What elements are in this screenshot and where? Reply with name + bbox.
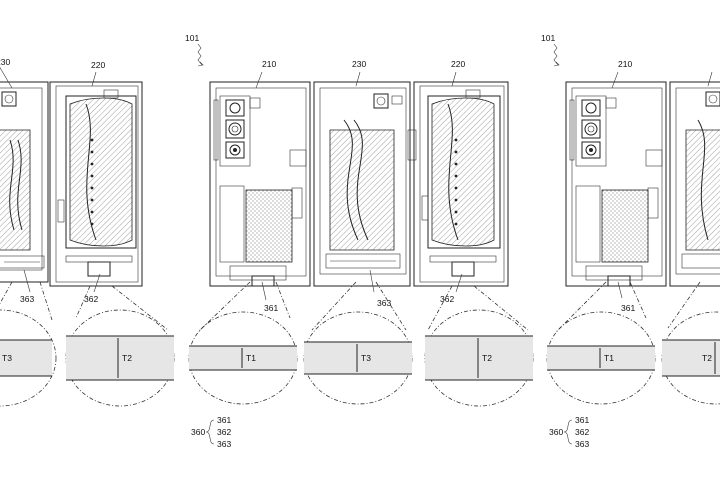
label-363-a: 363 (20, 294, 34, 304)
figure-c: 101 (541, 33, 720, 449)
label-220-a: 220 (91, 60, 105, 70)
figure-b: 101 (185, 33, 534, 449)
panel-210-b (209, 81, 311, 287)
detail-ellipse-t3-a (0, 309, 57, 407)
label-bracket-362-c: 362 (575, 427, 589, 437)
label-220-b: 220 (451, 59, 465, 69)
panel-220-a (49, 81, 143, 287)
label-230-b: 230 (352, 59, 366, 69)
label-101-c: 101 (541, 33, 555, 43)
label-361-b: 361 (264, 303, 278, 313)
label-t2-a: T2 (122, 353, 132, 363)
label-t3-a: T3 (2, 353, 12, 363)
label-362-b: 362 (440, 294, 454, 304)
panel-220-b (413, 81, 509, 287)
label-t1-c: T1 (604, 353, 614, 363)
label-bracket-363-b: 363 (217, 439, 231, 449)
detail-ellipse-t2-c (661, 311, 720, 405)
label-t3-b: T3 (361, 353, 371, 363)
label-101-b: 101 (185, 33, 199, 43)
label-t2-c: T2 (702, 353, 712, 363)
label-362-a: 362 (84, 294, 98, 304)
label-360-c: 360 (549, 427, 563, 437)
label-t1-b: T1 (246, 353, 256, 363)
panel-230-a (0, 81, 49, 283)
label-210-c: 210 (618, 59, 632, 69)
label-t2-b: T2 (482, 353, 492, 363)
dot-column (454, 138, 458, 226)
label-360-b: 360 (191, 427, 205, 437)
panel-230-b (313, 81, 417, 287)
figure-a: 230 220 363 362 T3 T2 (0, 57, 175, 407)
panel-230-c (669, 81, 720, 287)
label-bracket-361-c: 361 (575, 415, 589, 425)
label-bracket-361-b: 361 (217, 415, 231, 425)
label-361-c: 361 (621, 303, 635, 313)
label-363-b: 363 (377, 298, 391, 308)
bracket-360-b: 360 361 362 363 (191, 415, 231, 449)
label-230-a: 230 (0, 57, 10, 67)
dot-column (90, 138, 94, 226)
label-bracket-362-b: 362 (217, 427, 231, 437)
label-210-b: 210 (262, 59, 276, 69)
label-bracket-363-c: 363 (575, 439, 589, 449)
panel-210-c (565, 81, 667, 287)
bracket-360-c: 360 361 362 363 (549, 415, 589, 449)
